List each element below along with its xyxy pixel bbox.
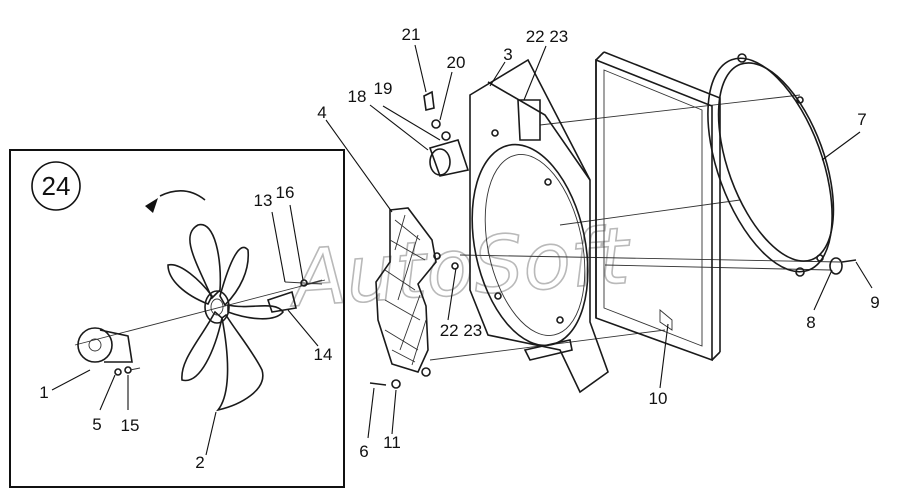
inset-number-circle xyxy=(31,161,81,211)
leader-lines xyxy=(325,44,873,439)
callout-21: 21 xyxy=(402,25,421,44)
perforated-guard xyxy=(375,207,437,377)
callout-8: 8 xyxy=(806,313,815,332)
inset-box: 24 xyxy=(9,149,345,488)
callout-1: 1 xyxy=(39,383,48,402)
fan-hub xyxy=(77,327,133,363)
inset-bolts xyxy=(114,366,141,376)
inset-number: 24 xyxy=(42,171,71,201)
callout-6: 6 xyxy=(359,442,368,461)
inset-bracket xyxy=(266,279,323,313)
radiator-frame xyxy=(595,51,721,362)
callout-16: 16 xyxy=(276,183,295,202)
callout-20: 20 xyxy=(447,53,466,72)
callout-11: 11 xyxy=(383,433,401,452)
callout-4: 4 xyxy=(317,103,326,122)
rotation-arrow xyxy=(159,190,206,201)
callout-9: 9 xyxy=(870,293,879,312)
callout-5: 5 xyxy=(92,415,101,434)
misc-fasteners xyxy=(369,252,857,389)
callout-7: 7 xyxy=(857,110,866,129)
fan-blades xyxy=(167,223,284,412)
watermark-text: AutoSoft xyxy=(285,211,634,325)
fan-ring xyxy=(707,53,835,277)
callout-22-23-top: 22 23 xyxy=(526,27,569,46)
callout-10: 10 xyxy=(649,389,668,408)
callout-13: 13 xyxy=(254,191,273,210)
callout-22-23-mid: 22 23 xyxy=(440,321,483,340)
clamp-assembly xyxy=(423,90,470,177)
callout-18: 18 xyxy=(348,87,367,106)
callout-3: 3 xyxy=(503,45,512,64)
callout-15: 15 xyxy=(121,416,140,435)
callout-2: 2 xyxy=(195,453,204,472)
callout-19: 19 xyxy=(374,79,393,98)
callout-14: 14 xyxy=(314,345,333,364)
rotation-arrowhead-icon xyxy=(145,198,158,213)
fan-shroud xyxy=(469,58,609,394)
